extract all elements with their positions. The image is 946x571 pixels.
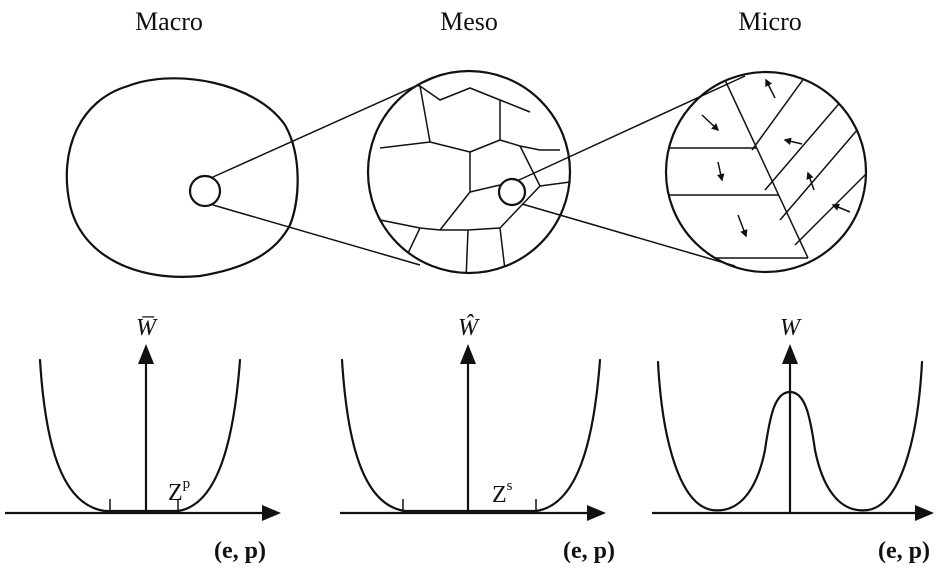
meso-grains <box>379 79 570 273</box>
meso-axis-label: (e, p) <box>563 538 615 564</box>
macro-x-axis-arrowhead <box>262 505 281 521</box>
meso-title: Meso <box>440 7 498 36</box>
meso-y-axis-arrowhead <box>460 344 476 364</box>
macro-zoom-line-top <box>212 74 441 178</box>
micro-y-axis-arrowhead <box>782 344 798 364</box>
macro-state-superscript: p <box>183 476 191 492</box>
macro-body-shape <box>65 77 299 278</box>
macro-energy-label: W̅ <box>136 315 158 341</box>
svg-text:Zs: Zs <box>492 478 513 508</box>
micro-x-axis-arrowhead <box>915 505 934 521</box>
macro-energy-plot: W̅ Zp (e, p) <box>5 315 281 564</box>
macro-probe-circle <box>188 174 222 208</box>
meso-state-superscript: s <box>507 478 513 494</box>
meso-probe-circle <box>497 177 527 207</box>
micro-title: Micro <box>738 7 802 36</box>
macro-title: Macro <box>135 7 203 36</box>
macro-y-axis-arrowhead <box>138 344 154 364</box>
meso-zoom-line-bottom <box>521 203 736 267</box>
meso-energy-label: Ŵ <box>458 314 480 341</box>
macro-state-label: Z <box>168 480 183 506</box>
meso-zoom-line-top <box>518 75 746 181</box>
micro-energy-plot: W (e, p) <box>652 315 934 564</box>
meso-energy-curve <box>340 358 602 513</box>
svg-text:Zp: Zp <box>168 476 190 506</box>
micro-domains <box>666 72 866 259</box>
micro-energy-curve <box>656 360 924 512</box>
macro-energy-curve <box>38 358 242 513</box>
macro-axis-label: (e, p) <box>214 538 266 564</box>
micro-energy-label: W <box>780 315 802 341</box>
micro-magnified-circle <box>664 70 868 274</box>
micro-axis-label: (e, p) <box>878 538 930 564</box>
meso-magnified-circle <box>366 69 572 275</box>
meso-energy-plot: Ŵ Zs (e, p) <box>340 314 615 564</box>
meso-state-label: Z <box>492 482 507 508</box>
meso-x-axis-arrowhead <box>587 505 606 521</box>
macro-zoom-line-bottom <box>212 204 421 266</box>
